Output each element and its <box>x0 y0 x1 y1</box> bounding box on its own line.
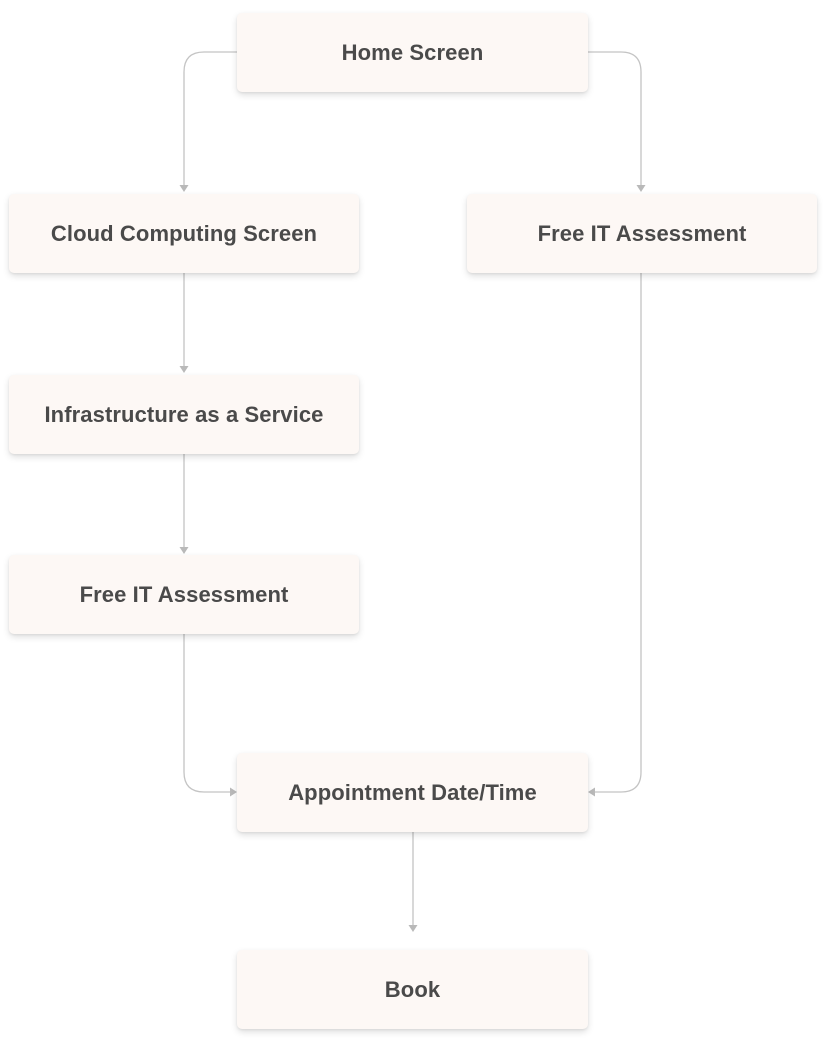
edge-home-to-cloud <box>183 51 237 186</box>
node-appointment-date-time: Appointment Date/Time <box>237 753 588 832</box>
edge-assessment-left-to-appointment <box>183 634 231 793</box>
arrowhead-assessment-left <box>179 547 189 554</box>
node-appointment-date-time-label: Appointment Date/Time <box>288 779 537 805</box>
node-cloud-computing-screen-label: Cloud Computing Screen <box>50 220 318 246</box>
node-book: Book <box>237 950 588 1029</box>
arrowhead-appointment-left <box>230 787 237 797</box>
node-infrastructure-as-a-service-label: Infrastructure as a Service <box>44 401 324 427</box>
arrowhead-assessment-right <box>636 185 646 192</box>
node-infrastructure-as-a-service: Infrastructure as a Service <box>9 375 359 454</box>
node-book-label: Book <box>384 976 441 1002</box>
edge-assessment-right-to-appointment <box>594 273 642 793</box>
node-free-it-assessment-right: Free IT Assessment <box>467 194 817 273</box>
node-cloud-computing-screen: Cloud Computing Screen <box>9 194 359 273</box>
node-home-screen-label: Home Screen <box>341 39 484 65</box>
node-free-it-assessment-left-label: Free IT Assessment <box>79 581 289 607</box>
node-free-it-assessment-left: Free IT Assessment <box>9 555 359 634</box>
edge-home-to-assessment-right <box>588 51 642 186</box>
node-home-screen: Home Screen <box>237 13 588 92</box>
arrowhead-book <box>408 925 418 932</box>
arrowhead-iaas <box>179 366 189 373</box>
arrowhead-appointment-right <box>588 787 595 797</box>
node-free-it-assessment-right-label: Free IT Assessment <box>537 220 747 246</box>
arrowhead-cloud <box>179 185 189 192</box>
